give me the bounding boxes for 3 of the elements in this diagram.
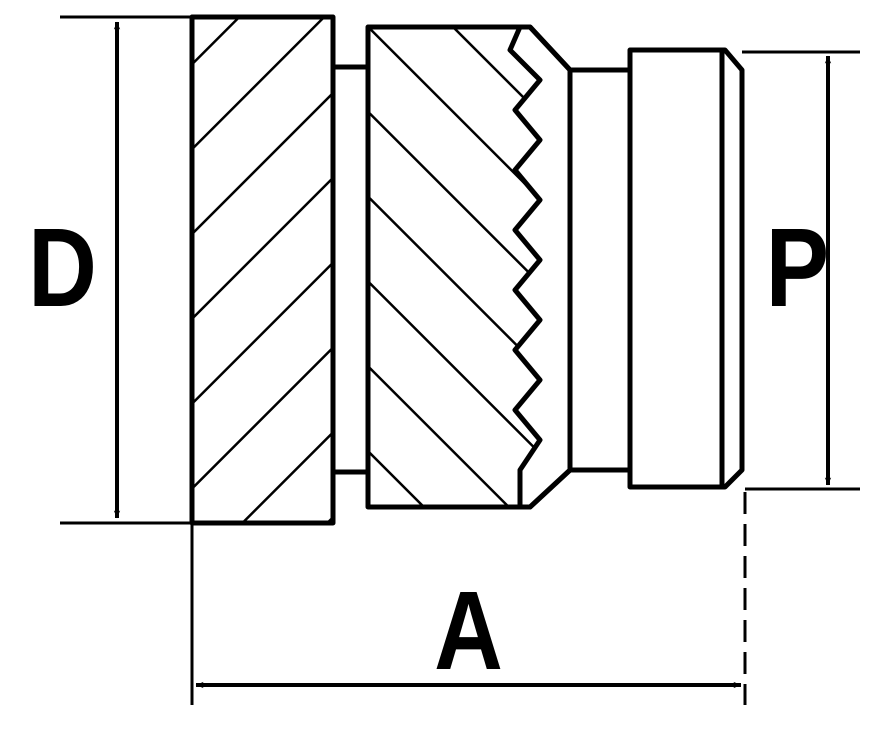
dimension-label: D — [28, 212, 97, 324]
dimension-label: P — [766, 212, 830, 324]
dimension-label: A — [434, 575, 503, 687]
